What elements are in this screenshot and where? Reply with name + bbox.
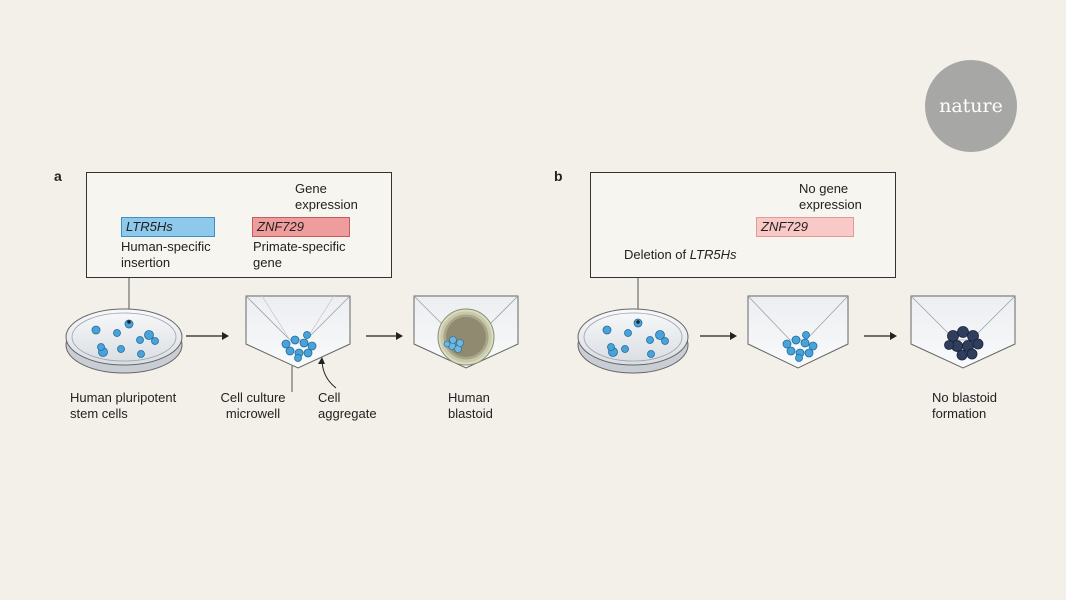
deletion-prefix: Deletion of [624, 247, 690, 262]
arrow-b2 [864, 332, 897, 340]
deletion-gene: LTR5Hs [689, 247, 737, 262]
ltr5hs-box: LTR5Hs [121, 217, 215, 237]
ltr5hs-label: LTR5Hs [126, 219, 173, 234]
ltr-caption: Human-specific insertion [121, 239, 211, 270]
microwell-b [747, 295, 849, 369]
arrow-b1 [700, 332, 737, 340]
znf729-label-a: ZNF729 [257, 219, 304, 234]
petri-dish-a [65, 308, 183, 374]
deletion-label: Deletion of LTR5Hs [624, 247, 736, 263]
panel-letter-a: a [54, 168, 62, 184]
no-expression-label: No gene expression [799, 181, 862, 212]
cell-aggregate-b [782, 331, 818, 362]
stem-cells-b [602, 318, 669, 358]
arrow-a2 [366, 332, 403, 340]
gene-expression-label: Gene expression [295, 181, 358, 212]
stem-cells-a [91, 319, 159, 358]
znf-caption: Primate-specific gene [253, 239, 346, 270]
arrow-a1 [186, 332, 229, 340]
logo-text: nature [939, 95, 1003, 117]
dark-cell-cluster [944, 326, 984, 361]
znf729-label-b: ZNF729 [761, 219, 808, 234]
panel-letter-b: b [554, 168, 563, 184]
nature-logo: nature [925, 60, 1017, 152]
znf729-box-b: ZNF729 [756, 217, 854, 237]
microwell-caption: Cell culture microwell [220, 390, 286, 421]
human-blastoid [437, 308, 495, 366]
znf729-box-a: ZNF729 [252, 217, 350, 237]
cell-aggregate-a [281, 331, 317, 362]
microwell-a [245, 295, 351, 369]
stem-cells-caption: Human pluripotent stem cells [70, 390, 177, 421]
blastoid-caption: Human blastoid [448, 390, 493, 421]
petri-dish-b [577, 308, 689, 374]
aggregate-caption: Cell aggregate [318, 390, 377, 421]
no-blastoid-caption: No blastoid formation [932, 390, 998, 421]
